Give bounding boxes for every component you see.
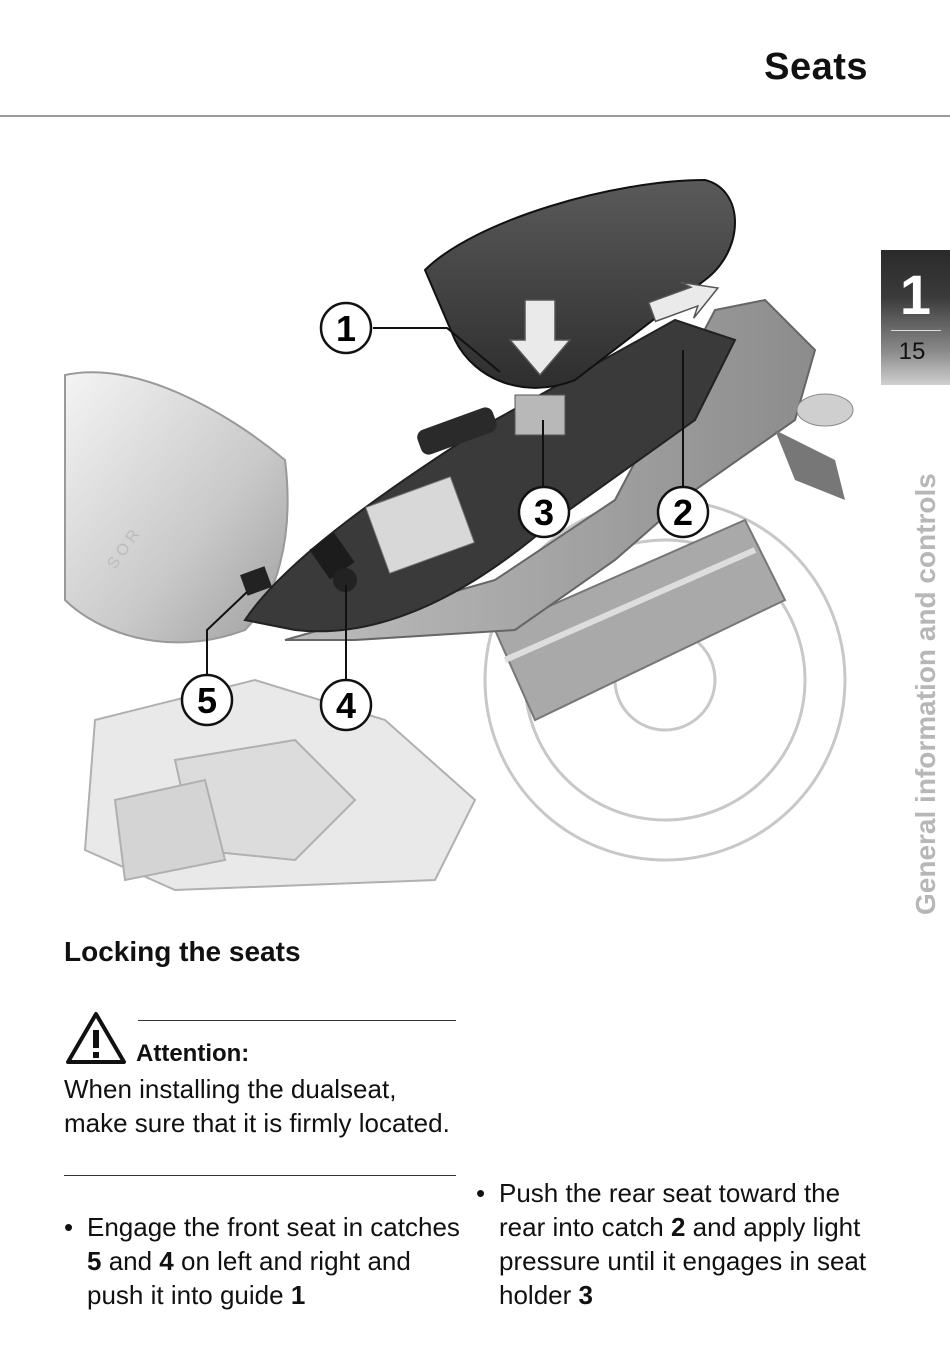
section-heading: Locking the seats xyxy=(64,936,301,967)
seat-holder xyxy=(514,394,566,436)
fuel-tank xyxy=(64,371,289,644)
toolkit-label xyxy=(365,476,475,574)
catch-left xyxy=(240,566,272,596)
bullet-text: Engage the front seat in catches 5 and 4… xyxy=(87,1212,460,1310)
bullet-marker: • xyxy=(476,1178,486,1208)
callout-1: 1 xyxy=(319,301,373,355)
bullet-marker: • xyxy=(64,1212,74,1242)
chapter-tab: 1 15 xyxy=(881,250,950,385)
front-seat-guide xyxy=(417,407,497,455)
back-arrow xyxy=(647,281,720,323)
motorcycle-seat-diagram: S O R 1 2 3 4 5 xyxy=(64,178,854,892)
chapter-number: 1 xyxy=(899,263,932,326)
svg-text:4: 4 xyxy=(336,685,356,726)
warning-body: When installing the dualseat, make sure … xyxy=(64,1074,450,1138)
seat-tray xyxy=(243,318,737,633)
callout-4: 4 xyxy=(319,678,373,732)
license-bracket xyxy=(775,430,845,500)
callout-leaders xyxy=(206,327,684,680)
warning-top-rule xyxy=(138,1020,456,1021)
bullet-text: Push the rear seat toward the rear into … xyxy=(499,1178,867,1310)
page-title: Seats xyxy=(764,46,868,88)
seat-lock xyxy=(309,532,355,580)
svg-text:5: 5 xyxy=(197,680,217,721)
svg-text:3: 3 xyxy=(534,492,554,533)
callout-2: 2 xyxy=(656,485,710,539)
chapter-divider xyxy=(891,330,941,331)
bullet-front-seat: • Engage the front seat in catches 5 and… xyxy=(64,1210,464,1350)
warning-title: Attention: xyxy=(136,1040,250,1067)
tail-light xyxy=(796,393,854,427)
rear-seat xyxy=(423,178,736,389)
callout-5: 5 xyxy=(180,673,234,727)
down-arrow xyxy=(508,299,572,377)
exhaust xyxy=(493,518,787,722)
warning-triangle-icon xyxy=(66,1012,126,1064)
svg-text:2: 2 xyxy=(673,492,693,533)
warning-bottom-rule xyxy=(64,1175,456,1176)
page-number: 15 xyxy=(898,338,926,365)
engine-frame xyxy=(83,678,477,892)
bullet-rear-seat: • Push the rear seat toward the rear int… xyxy=(476,1176,876,1316)
chapter-side-label: General information and controls xyxy=(910,473,941,915)
catch-right xyxy=(333,568,357,592)
svg-text:1: 1 xyxy=(336,308,356,349)
header-divider xyxy=(0,115,950,117)
callout-3: 3 xyxy=(517,485,571,539)
